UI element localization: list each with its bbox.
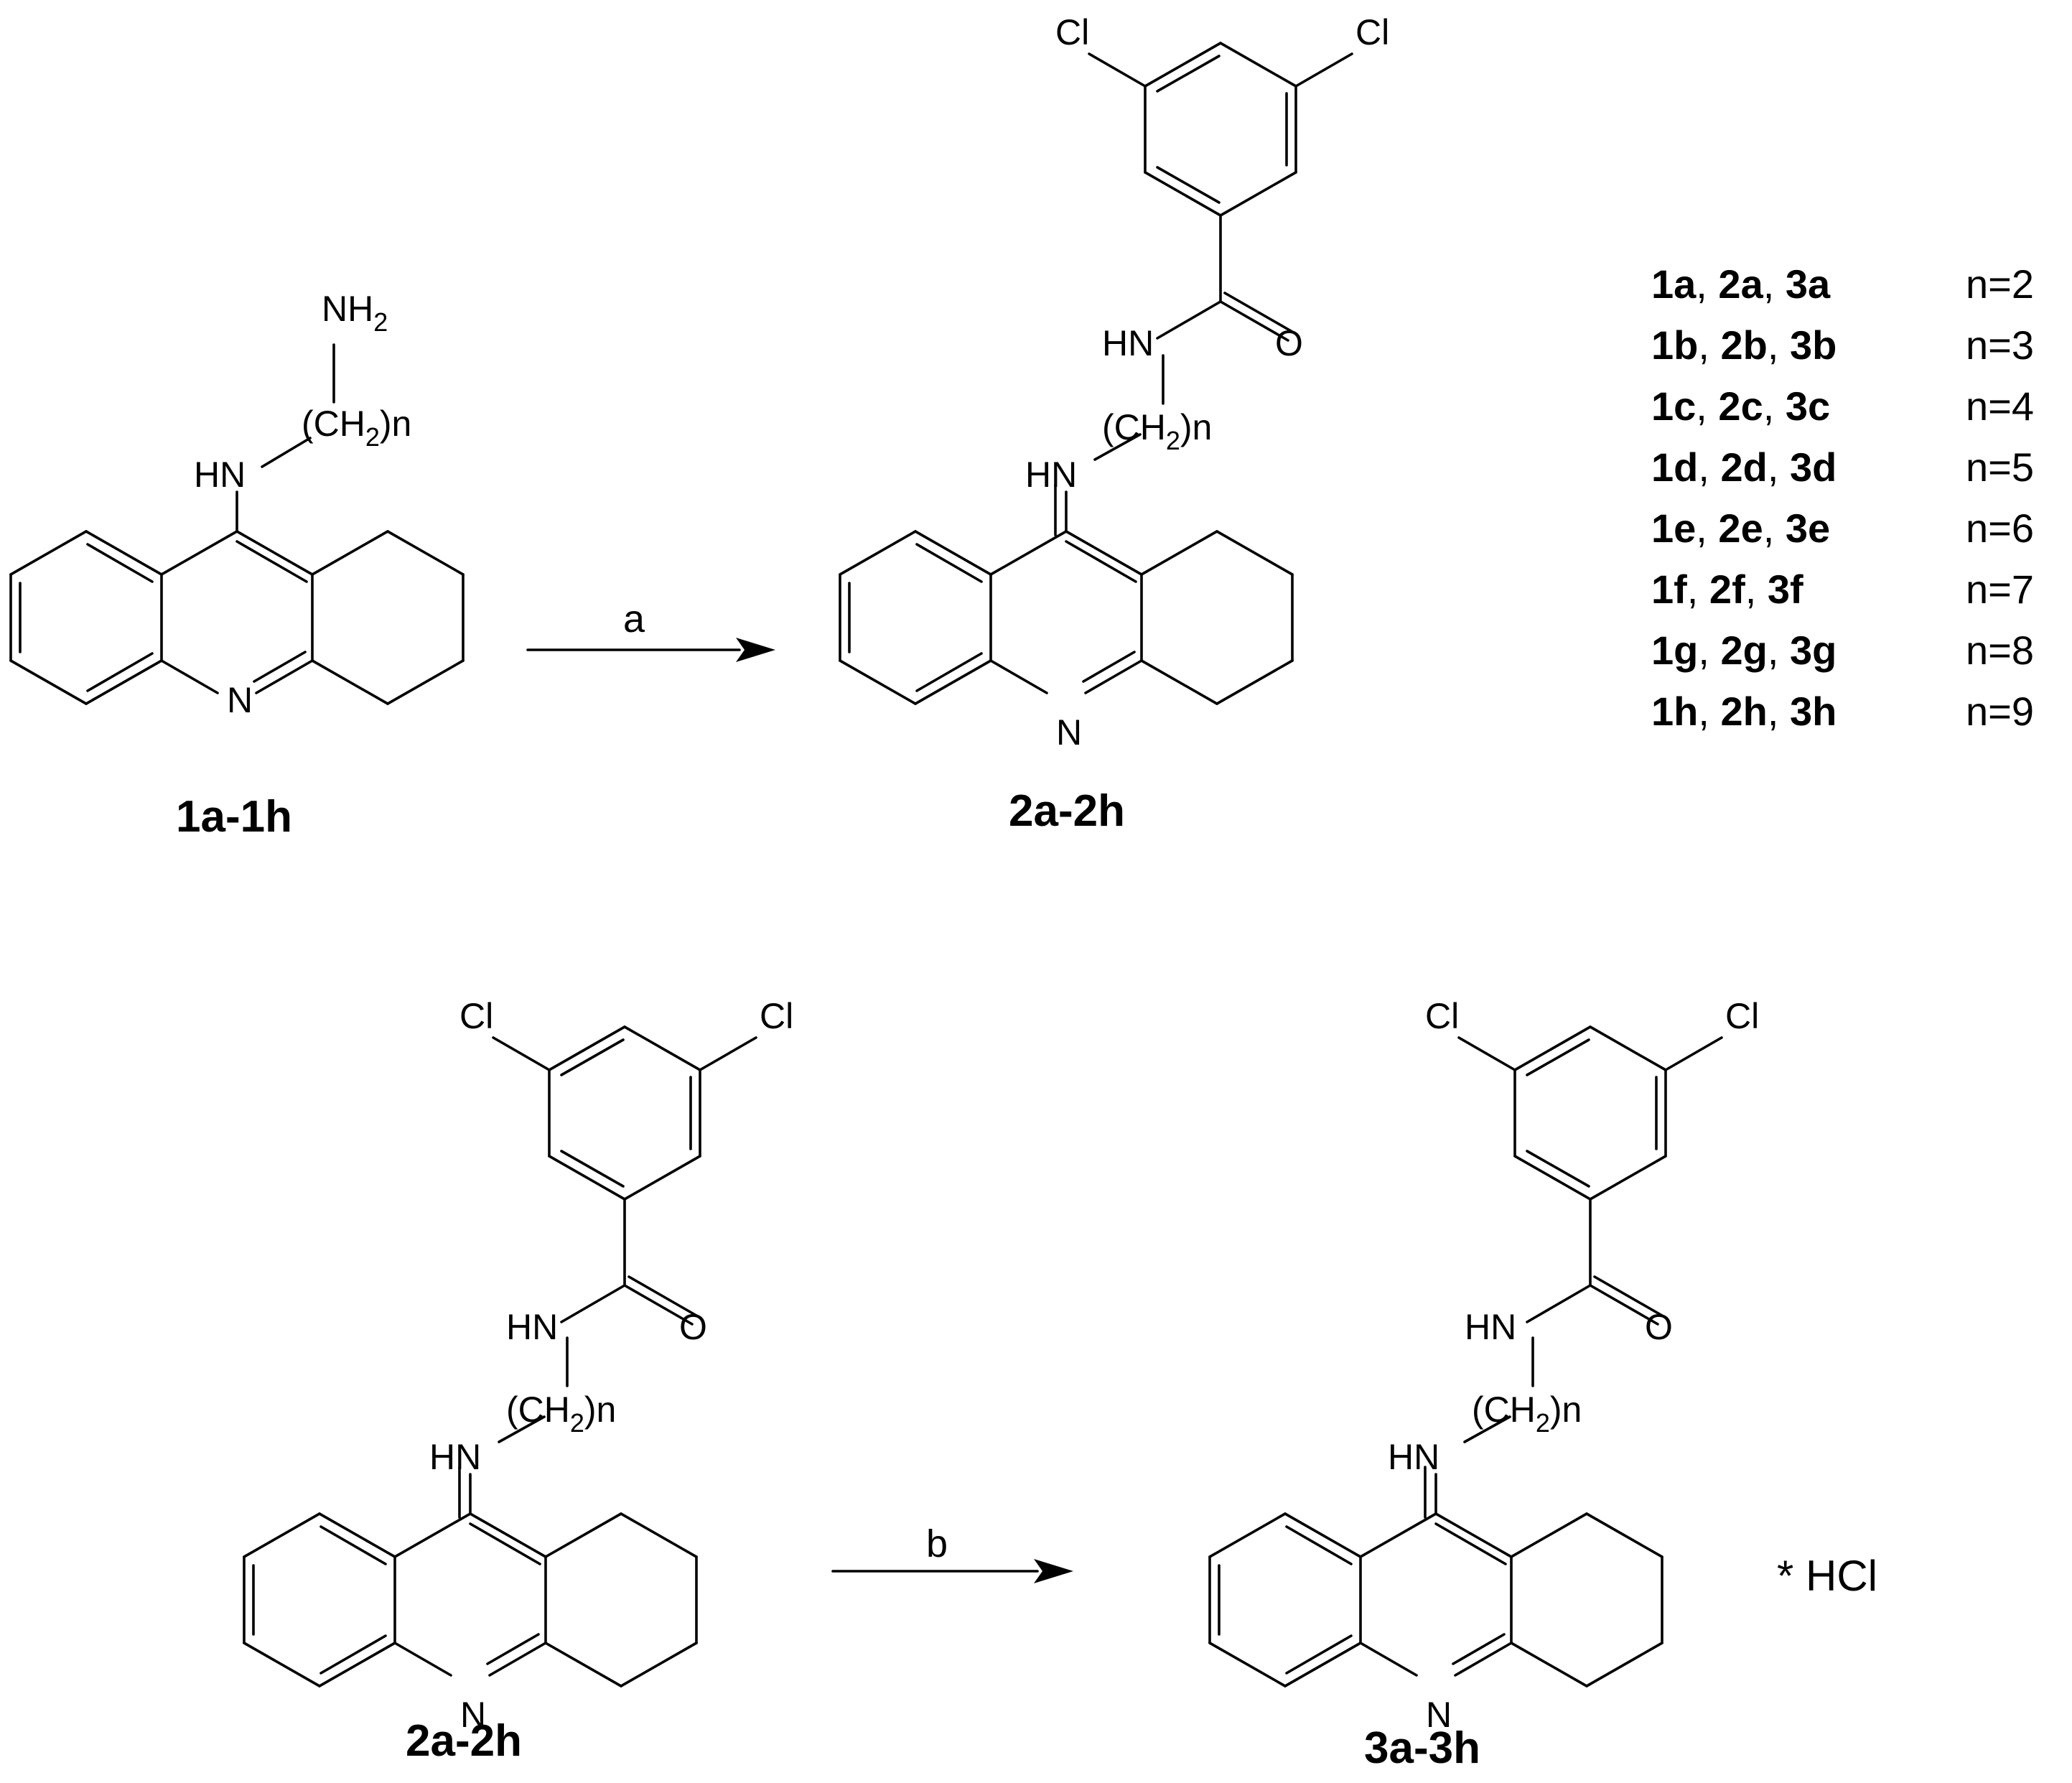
svg-text:NH2: NH2 (322, 289, 388, 337)
atom-subscript: 2 (1166, 426, 1180, 455)
atom-label-ch: (CH (1472, 1389, 1536, 1430)
compound-label-1: 1a-1h (176, 792, 292, 842)
compound-label-2-bottom: 2a-2h (406, 1716, 522, 1766)
atom-label-repeat: )n (1550, 1389, 1582, 1430)
atom-label-n: N (1056, 712, 1082, 753)
atom-label-ch: (CH (302, 404, 365, 444)
atom-label-cl: Cl (459, 996, 493, 1036)
atom-label-repeat: )n (380, 404, 411, 444)
atom-label-hn: HN (1102, 323, 1154, 363)
atom-label-o: O (679, 1307, 707, 1347)
atom-label-hn: HN (506, 1307, 558, 1347)
atom-label-cl: Cl (1425, 996, 1459, 1036)
atom-label-repeat: )n (584, 1389, 616, 1430)
atom-label-nh2: NH (322, 289, 373, 329)
compound-label-3: 3a-3h (1364, 1723, 1480, 1773)
compound-label-2-top: 2a-2h (1009, 786, 1125, 836)
atom-label-hn: HN (429, 1437, 481, 1477)
reaction-arrow-b (831, 1559, 1073, 1583)
atom-label-hn: HN (194, 455, 246, 495)
molecule-2a-2h-bottom: HN (CH2)n HN O Cl Cl N (243, 996, 793, 1735)
atom-label-ch: (CH (506, 1389, 570, 1430)
atom-subscript: 2 (373, 307, 388, 337)
atom-label-o: O (1645, 1307, 1673, 1347)
atom-label-n: N (227, 680, 253, 720)
atom-label-o: O (1275, 323, 1303, 363)
atom-label-hn: HN (1465, 1307, 1516, 1347)
svg-text:(CH2)n: (CH2)n (1102, 407, 1212, 455)
reaction-condition-b: b (926, 1522, 948, 1565)
molecule-1a-1h: HN (CH2)n NH2 N (9, 289, 465, 720)
atom-label-cl: Cl (1725, 996, 1759, 1036)
atom-subscript: 2 (365, 422, 380, 452)
reaction-arrow-a (526, 638, 775, 662)
atom-label-cl: Cl (1355, 12, 1389, 52)
atom-subscript: 2 (1536, 1408, 1550, 1438)
atom-label-ch: (CH (1102, 407, 1166, 447)
svg-text:(CH2)n: (CH2)n (506, 1389, 616, 1438)
atom-label-cl: Cl (760, 996, 793, 1036)
svg-text:(CH2)n: (CH2)n (302, 404, 411, 452)
atom-label-hn: HN (1388, 1437, 1439, 1477)
atom-label-n: N (1426, 1695, 1452, 1735)
svg-text:(CH2)n: (CH2)n (1472, 1389, 1582, 1438)
atom-label-repeat: )n (1180, 407, 1212, 447)
hcl-salt-label: * HCl (1777, 1552, 1877, 1600)
atom-label-cl: Cl (1055, 12, 1089, 52)
atom-label-hn: HN (1025, 455, 1077, 495)
atom-subscript: 2 (570, 1408, 584, 1438)
atom-label-n: N (460, 1695, 486, 1735)
reaction-condition-a: a (623, 597, 645, 641)
molecule-3a-3h: HN (CH2)n HN O Cl Cl N (1208, 996, 1759, 1735)
molecule-2a-2h-top: HN (CH2)n HN O Cl Cl N (839, 12, 1389, 753)
